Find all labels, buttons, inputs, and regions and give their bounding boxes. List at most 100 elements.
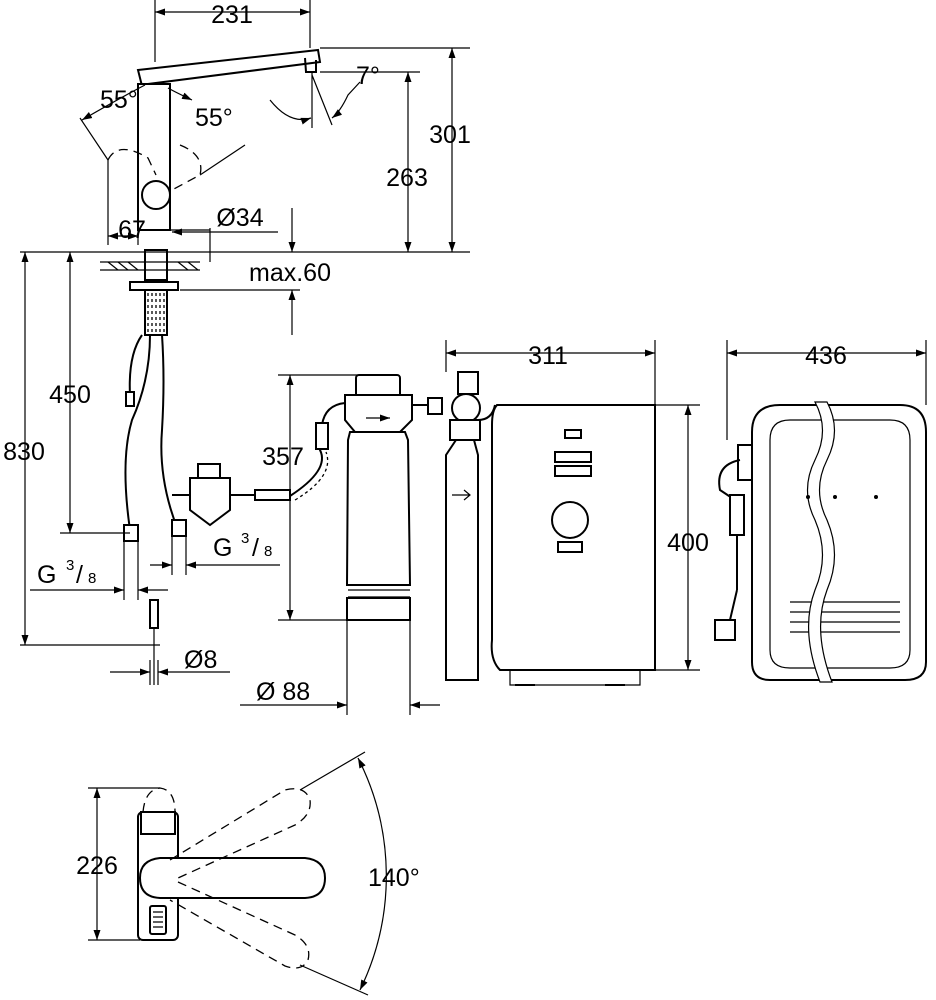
- chiller-mode-indicator: [557, 541, 583, 553]
- dim-g38-left-extension: [123, 541, 139, 600]
- faucet-dimensions: 231 301 263 7° 55° 55° 67 Ø34 max.60: [3, 0, 471, 685]
- water-filter: 357 Ø 88: [240, 374, 443, 715]
- chiller-side-view: 436: [714, 340, 927, 683]
- co2-bottle: [445, 439, 479, 681]
- chiller-side-inner: [769, 419, 911, 669]
- dim-hose-length: 450: [49, 381, 91, 409]
- svg-text:8: 8: [264, 543, 272, 560]
- chiller-dot: [874, 495, 878, 499]
- thread-label-right: G 3 / 8: [213, 530, 272, 562]
- dim-base-width: 67: [118, 216, 146, 244]
- lever-swing-positions: [107, 144, 202, 191]
- hose-right: [160, 334, 179, 531]
- dim-top-view-depth: 226: [76, 852, 118, 880]
- dim-55deg-arrow-left: [81, 84, 146, 121]
- countertop-lines: [100, 261, 200, 271]
- dim-lever-angle-right: 55°: [195, 104, 233, 132]
- dim-67-extension: [107, 160, 139, 245]
- chiller-control-button: [551, 501, 589, 539]
- dim-mount-diameter: Ø34: [216, 204, 263, 232]
- dim-spout-height: 263: [386, 164, 428, 192]
- mounting-shank: [144, 249, 168, 281]
- dim-88-extension: [346, 620, 411, 715]
- dim-lever-angle-left: 55°: [100, 86, 138, 114]
- faucet-top-view: 140° 226: [76, 751, 420, 996]
- chiller-vent-slots: [790, 601, 900, 633]
- power-cord: [729, 535, 738, 621]
- dim-55deg-lines: [79, 117, 246, 176]
- chiller-break-line: [806, 401, 836, 683]
- filter-head-top: [355, 374, 401, 398]
- top-view-lever-base: [140, 811, 176, 835]
- filter-cartridge-base-lines: [348, 589, 410, 598]
- tee-valve-cap: [197, 463, 221, 479]
- co2-valve-block: [449, 419, 481, 441]
- top-view-display-lines: [153, 911, 163, 928]
- filter-hose-braid: [294, 451, 329, 501]
- countertop-hatch: [107, 261, 199, 271]
- chiller-dot: [833, 495, 837, 499]
- dim-55deg-arrow-right: [167, 87, 193, 101]
- faucet-side-view: [100, 48, 322, 685]
- sensor-plug: [125, 391, 135, 407]
- tee-valve: [189, 477, 231, 527]
- svg-text:G: G: [37, 561, 56, 589]
- top-view-spout: [138, 857, 327, 899]
- tube-fitting: [149, 599, 159, 629]
- dim-spout-angle: 7°: [356, 62, 380, 90]
- sensor-cable: [128, 334, 143, 396]
- faucet-lever-knob: [141, 180, 171, 210]
- filter-inlet-fitting: [315, 422, 329, 450]
- chiller-front-view: 311 400: [445, 340, 709, 686]
- spout-outlet: [304, 57, 317, 73]
- filter-cartridge-base: [346, 597, 411, 621]
- dim-301-extension: [20, 47, 470, 253]
- svg-text:3: 3: [241, 530, 249, 547]
- chiller-logo: [564, 429, 582, 439]
- dim-140-arc: [357, 757, 387, 991]
- co2-pressure-gauge: [451, 393, 481, 423]
- hose-left: [124, 334, 151, 531]
- svg-text:G: G: [213, 534, 232, 562]
- filter-head: [344, 394, 413, 433]
- top-view-display: [149, 905, 167, 935]
- chiller-side-body: [751, 404, 927, 681]
- dim-total-height: 301: [429, 121, 471, 149]
- stud-thread-pattern: [147, 293, 165, 333]
- co2-regulator-top: [457, 371, 479, 395]
- top-view-swing-down: [169, 881, 310, 969]
- chiller-side-connectors: [718, 444, 752, 501]
- chiller-display-top: [554, 451, 592, 463]
- chiller-side-valve: [729, 494, 745, 536]
- dim-7deg-arrow-right: [331, 81, 361, 119]
- dim-swivel-angle: 140°: [368, 864, 420, 892]
- mounting-nut: [129, 281, 179, 291]
- faucet-spout: [136, 48, 322, 88]
- dim-34-extension: [170, 228, 211, 262]
- dim-g38-right-extension: [171, 536, 187, 575]
- chiller-display-bottom: [554, 465, 592, 477]
- dim-chiller-width: 436: [805, 342, 847, 370]
- hose-fitting-right: [171, 519, 187, 537]
- dim-spout-reach: 231: [211, 1, 253, 29]
- chiller-feet-base: [509, 670, 641, 686]
- dim-436-extension: [726, 340, 927, 440]
- tee-valve-outlet: [254, 489, 291, 501]
- thread-label-left: G 3 / 8: [37, 557, 96, 589]
- svg-text:/: /: [76, 561, 83, 589]
- svg-text:3: 3: [66, 557, 74, 574]
- dim-tube-diameter: Ø8: [184, 646, 217, 674]
- dim-filter-height: 357: [262, 443, 304, 471]
- power-plug: [714, 619, 736, 641]
- dim-chiller-height: 400: [667, 529, 709, 557]
- filter-cartridge: [345, 431, 412, 586]
- svg-text:8: 8: [88, 570, 96, 587]
- dim-overall-height: 830: [3, 438, 45, 466]
- dim-400-extension: [640, 404, 700, 671]
- svg-text:/: /: [252, 534, 259, 562]
- top-view-swing-up: [169, 788, 311, 879]
- dim-7deg-lines: [311, 72, 333, 128]
- dim-filter-diameter: Ø 88: [256, 678, 310, 706]
- dim-chiller-depth: 311: [528, 342, 568, 370]
